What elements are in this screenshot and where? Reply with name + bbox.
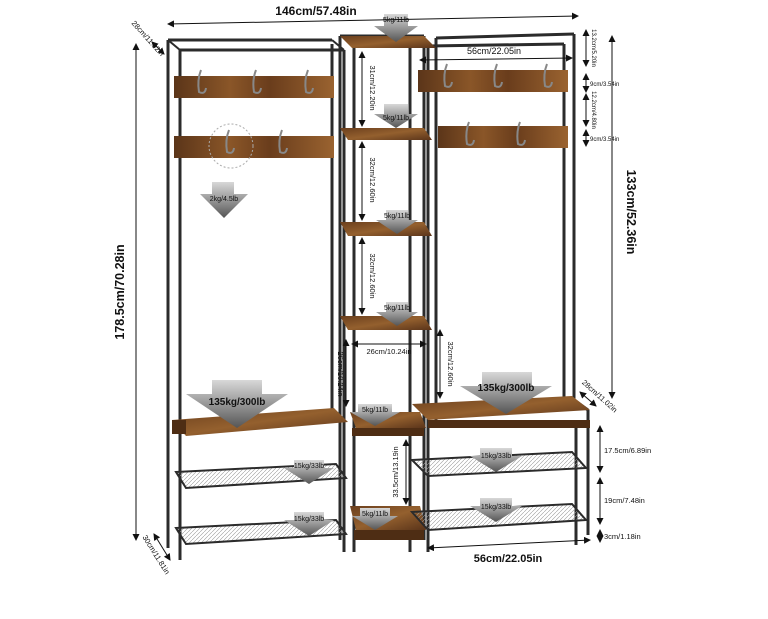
dim-hook-gap-a: 9cm/3.54in <box>590 82 619 88</box>
dim-bottom-gap: 33.5cm/13.19in <box>391 446 400 497</box>
dim-shelf-width: 26cm/10.24in <box>366 347 411 356</box>
tower-shelves <box>340 36 436 540</box>
dim-top-depth: 28cm/11.02in <box>130 19 166 58</box>
dim-shelf-depth: 26cm/10.24in <box>336 351 345 396</box>
dimension-lines <box>132 12 616 561</box>
dim-shelf-gap-1: 31cm/12.20in <box>368 65 377 110</box>
hook-bars <box>174 70 568 158</box>
dim-foot-height: 3cm/1.18in <box>604 532 641 541</box>
load-top-shelf: 5kg/11lb <box>383 17 409 24</box>
load-shoe-left-1: 15kg/33lb <box>294 463 324 470</box>
dim-right-gap: 32cm/12.60in <box>446 341 455 386</box>
hook-icons <box>197 63 553 154</box>
dim-hook-gap-c: 9cm/3.54in <box>590 137 619 143</box>
load-shelf-2: 5kg/11lb <box>383 115 409 122</box>
hook-highlight-circle <box>208 123 254 169</box>
dim-top-offset: 13.2cm/5.20in <box>590 29 596 67</box>
dim-shelf-gap-3: 32cm/12.60in <box>368 253 377 298</box>
load-shoe-right-2: 15kg/33lb <box>481 504 511 511</box>
load-bench-right: 135kg/300lb <box>478 383 535 394</box>
load-shoe-right-1: 15kg/33lb <box>481 453 511 460</box>
load-shoe-left-2: 15kg/33lb <box>294 516 324 523</box>
dim-hook-bar-width: 56cm/22.05in <box>467 46 521 56</box>
dim-shoe-gap-2: 19cm/7.48in <box>604 496 645 505</box>
dim-hook-gap-b: 12.2cm/4.80in <box>590 91 596 129</box>
load-shelf-3: 5kg/11lb <box>384 213 410 220</box>
dim-right-height: 133cm/52.36in <box>624 170 638 255</box>
dim-total-height: 178.5cm/70.28in <box>113 244 127 339</box>
dim-shelf-gap-2: 32cm/12.60in <box>368 157 377 202</box>
dim-total-width: 146cm/57.48in <box>275 4 356 18</box>
dim-bottom-width: 56cm/22.05in <box>474 553 543 565</box>
load-bench-left: 135kg/300lb <box>209 397 266 408</box>
dim-shoe-gap-1: 17.5cm/6.89in <box>604 446 651 455</box>
load-shelf-5: 5kg/11lb <box>362 407 388 414</box>
load-hook: 2kg/4.5lb <box>210 196 239 203</box>
load-shelf-6: 5kg/11lb <box>362 511 388 518</box>
load-shelf-4: 5kg/11lb <box>384 305 410 312</box>
